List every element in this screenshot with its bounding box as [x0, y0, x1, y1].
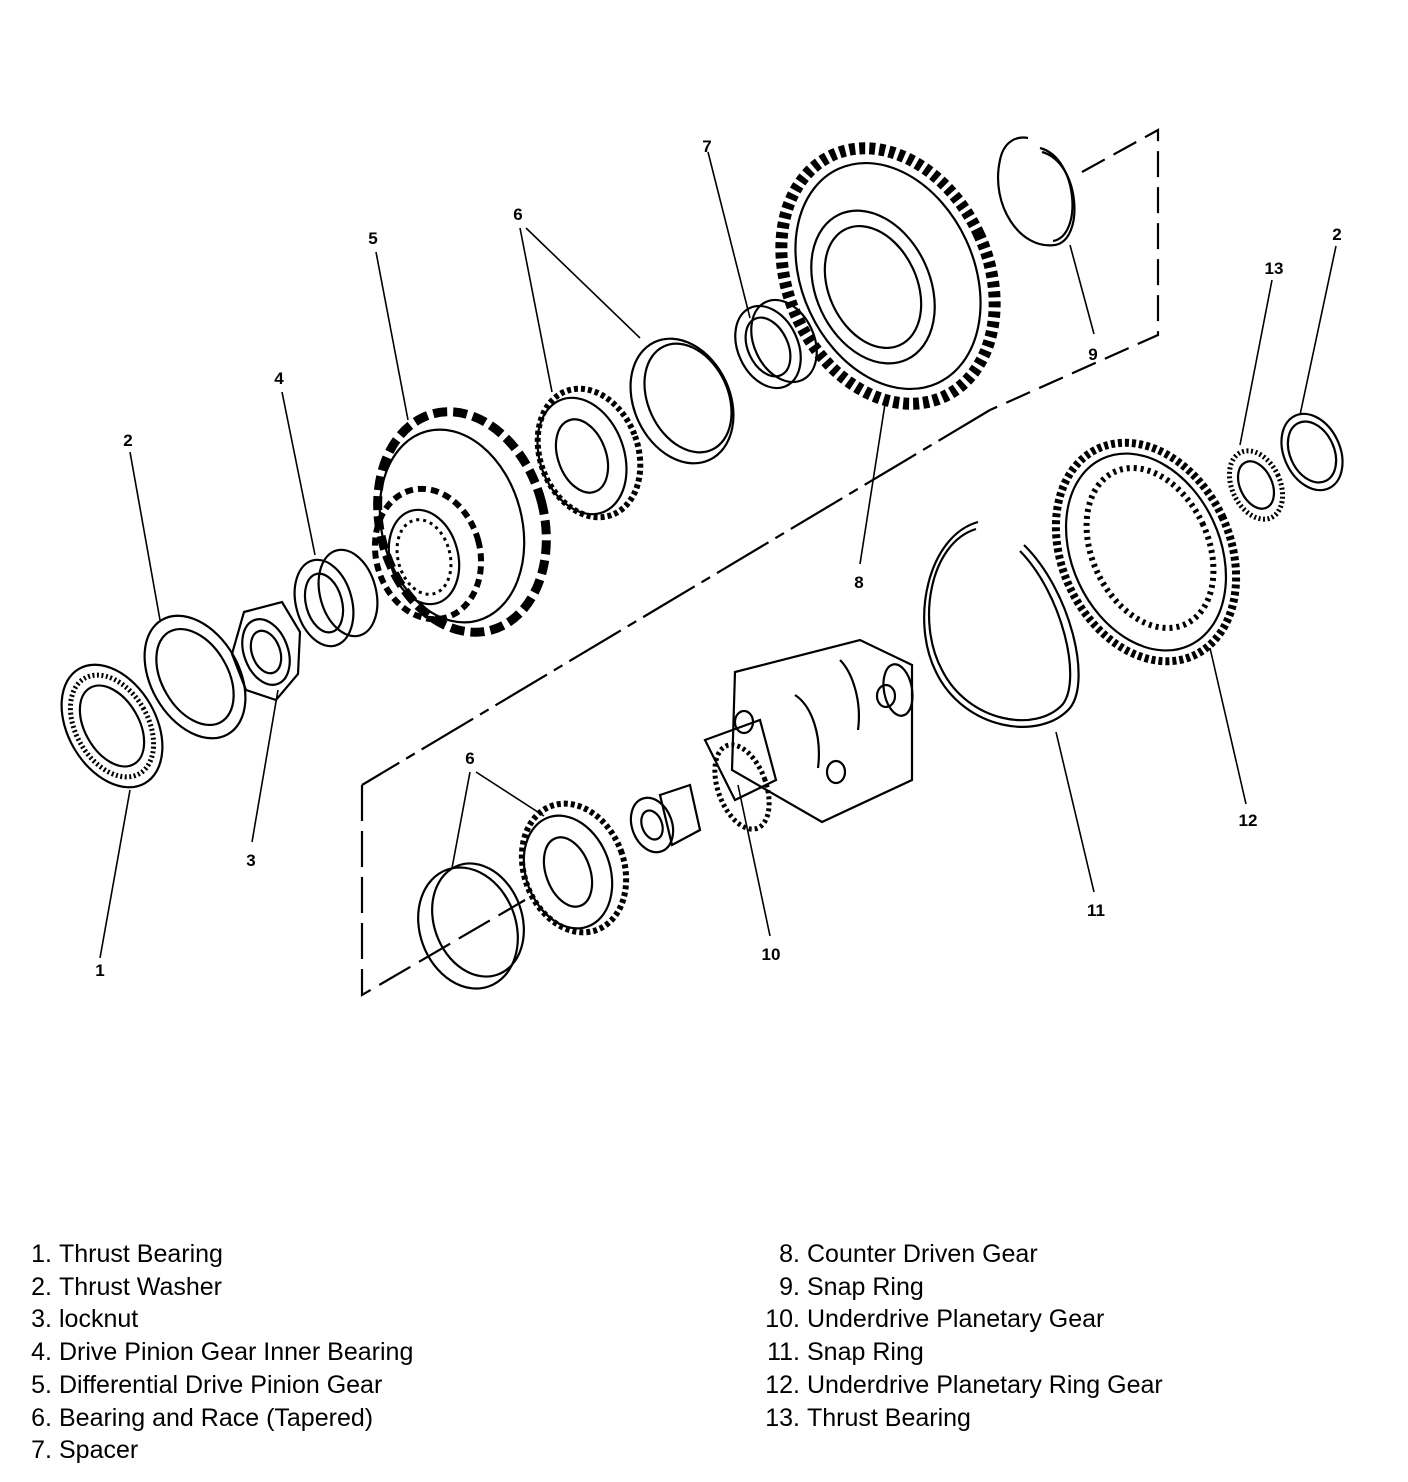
legend-label: Spacer: [59, 1436, 139, 1465]
callout-13: 13: [1265, 259, 1284, 278]
counter-driven-gear-part: [775, 142, 1001, 410]
legend-number: 1.: [31, 1240, 52, 1268]
locknut-part: [230, 600, 302, 702]
callout-2-left: 2: [123, 431, 132, 450]
legend-number: 7.: [31, 1436, 52, 1465]
legend-label: Snap Ring: [807, 1272, 924, 1301]
callout-4: 4: [274, 369, 284, 388]
legend-item: 1.Thrust Bearing: [24, 1238, 413, 1271]
legend-number: 9.: [779, 1272, 800, 1301]
callout-5: 5: [368, 229, 377, 248]
callout-8: 8: [854, 573, 863, 592]
inner-bearing-part: [293, 548, 379, 648]
legend-number: 6.: [31, 1403, 52, 1432]
legend-number: 13.: [765, 1403, 800, 1432]
legend-label: Thrust Washer: [59, 1272, 223, 1301]
planetary-gear-part: [629, 638, 914, 854]
callout-6-lower: 6: [465, 749, 474, 768]
tapered-bearing-upper-part: [534, 337, 735, 521]
callout-10: 10: [762, 945, 781, 964]
legend-item: 2.Thrust Washer: [24, 1271, 413, 1304]
callout-3: 3: [246, 851, 255, 870]
legend-label: Underdrive Planetary Ring Gear: [807, 1370, 1163, 1399]
legend-right-column: 8.Counter Driven Gear 9.Snap Ring 10.Und…: [760, 1238, 1163, 1434]
callout-2-right: 2: [1332, 225, 1341, 244]
centerline: [360, 128, 1160, 997]
tapered-bearing-lower-part: [417, 800, 630, 990]
thrust-washer-part: [143, 614, 247, 740]
snap-ring-lower-part: [923, 520, 1080, 728]
pinion-gear-part: [371, 407, 551, 637]
thrust-bearing-right-part: [1226, 448, 1286, 522]
legend-item: 9.Snap Ring: [760, 1271, 1163, 1304]
leader-lines: [99, 151, 1337, 959]
exploded-parts-diagram: 1 2 3 4 5 6 7 8 9 2 13 6 10 11 12: [60, 128, 1344, 997]
legend-label: Thrust Bearing: [59, 1240, 223, 1268]
callout-7: 7: [702, 137, 711, 156]
legend-item: 11.Snap Ring: [760, 1336, 1163, 1369]
legend-number: 4.: [31, 1338, 52, 1367]
legend-left-column: 1.Thrust Bearing 2.Thrust Washer 3.lockn…: [24, 1238, 413, 1467]
callout-1: 1: [95, 961, 104, 980]
legend-number: 8.: [779, 1240, 800, 1268]
callout-12: 12: [1239, 811, 1258, 830]
legend-label: Snap Ring: [807, 1338, 924, 1367]
legend-label: Drive Pinion Gear Inner Bearing: [59, 1338, 414, 1367]
thrust-bearing-part: [60, 663, 164, 789]
snap-ring-upper-part: [997, 136, 1076, 247]
legend-item: 4.Drive Pinion Gear Inner Bearing: [24, 1336, 413, 1369]
legend-item: 12.Underdrive Planetary Ring Gear: [760, 1369, 1163, 1402]
legend-item: 10.Underdrive Planetary Gear: [760, 1303, 1163, 1336]
legend-label: Thrust Bearing: [807, 1403, 971, 1432]
callout-11: 11: [1087, 901, 1105, 920]
callout-6-upper: 6: [513, 205, 522, 224]
legend-item: 6.Bearing and Race (Tapered): [24, 1402, 413, 1435]
legend-item: 13.Thrust Bearing: [760, 1402, 1163, 1435]
thrust-washer-right-part: [1280, 412, 1344, 492]
ring-gear-part: [1051, 438, 1241, 666]
legend-item: 5.Differential Drive Pinion Gear: [24, 1369, 413, 1402]
legend-label: locknut: [59, 1305, 139, 1334]
legend-label: Differential Drive Pinion Gear: [59, 1370, 383, 1399]
legend-label: Counter Driven Gear: [807, 1240, 1038, 1268]
legend-number: 11.: [767, 1338, 800, 1367]
legend-number: 12.: [765, 1370, 800, 1399]
legend-item: 7.Spacer: [24, 1434, 413, 1467]
legend-label: Underdrive Planetary Gear: [807, 1305, 1105, 1334]
legend-number: 3.: [31, 1305, 52, 1334]
legend-number: 2.: [31, 1272, 52, 1301]
legend-label: Bearing and Race (Tapered): [59, 1403, 374, 1432]
callout-labels: 1 2 3 4 5 6 7 8 9 2 13 6 10 11 12: [95, 137, 1341, 980]
legend-item: 3.locknut: [24, 1303, 413, 1336]
legend-number: 10.: [765, 1305, 800, 1334]
spacer-part: [734, 298, 818, 390]
legend-number: 5.: [31, 1370, 52, 1399]
legend-item: 8.Counter Driven Gear: [760, 1238, 1163, 1271]
callout-9: 9: [1088, 345, 1097, 364]
